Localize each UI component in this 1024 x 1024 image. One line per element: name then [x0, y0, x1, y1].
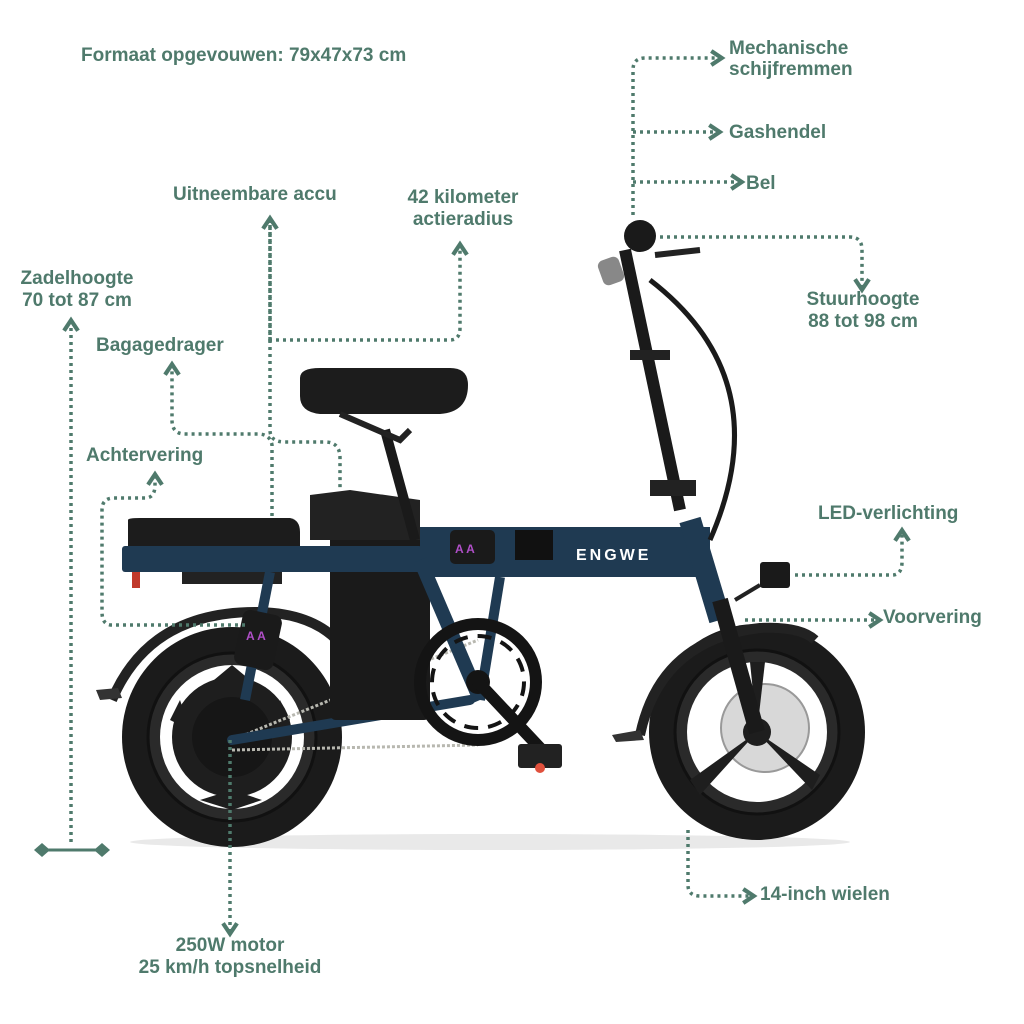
- handlebar-height-label-line2: 88 tot 98 cm: [808, 311, 918, 332]
- battery: [330, 530, 430, 720]
- motor-label-line1: 250W motor: [175, 935, 285, 956]
- motor-label: 250W motor 25 km/h topsnelheid: [110, 935, 350, 979]
- led-lighting-label: LED-verlichting: [818, 503, 959, 524]
- range-label: 42 kilometer actieradius: [390, 187, 536, 231]
- rack-label: Bagagedrager: [96, 335, 224, 356]
- saddle-height-label: Zadelhoogte 70 tot 87 cm: [4, 268, 150, 312]
- pedal: [518, 744, 562, 768]
- handlebar-stem: [619, 248, 686, 512]
- saddle-height-label-line1: Zadelhoogte: [20, 268, 134, 289]
- front-suspension-label: Voorvering: [883, 607, 982, 628]
- brand-logo: ENGWE: [576, 547, 651, 564]
- removable-battery-label: Uitneembare accu: [173, 184, 337, 205]
- rear-shock: [234, 609, 282, 671]
- rear-suspension-label: Achtervering: [86, 445, 204, 466]
- range-label-line2: actieradius: [412, 209, 514, 230]
- handlebar-height-label: Stuurhoogte 88 tot 98 cm: [788, 289, 938, 333]
- svg-text:A A: A A: [246, 629, 266, 643]
- chainring: [414, 618, 542, 746]
- svg-text:A A: A A: [455, 542, 475, 556]
- handlebar-grip: [624, 220, 656, 252]
- folded-size-label: Formaat opgevouwen: 79x47x73 cm: [81, 45, 407, 66]
- bell-label: Bel: [746, 173, 776, 194]
- throttle-label: Gashendel: [729, 122, 827, 143]
- brakes-label-line2: schijfremmen: [729, 59, 853, 80]
- handlebar-height-label-line1: Stuurhoogte: [806, 289, 920, 310]
- saddle-height-baseline: [34, 843, 110, 857]
- saddle: [300, 368, 468, 414]
- saddle-height-label-line2: 70 tot 87 cm: [22, 290, 132, 311]
- rear-rack: [122, 546, 422, 572]
- front-fork: [712, 597, 765, 735]
- brakes-label-line1: Mechanische: [729, 38, 849, 59]
- wheels-label: 14-inch wielen: [760, 884, 890, 905]
- brakes-label: Mechanische schijfremmen: [729, 38, 853, 80]
- led-headlight: [760, 562, 790, 588]
- motor-label-line2: 25 km/h topsnelheid: [138, 957, 322, 978]
- range-label-line1: 42 kilometer: [407, 187, 519, 208]
- rear-seat: [128, 518, 300, 546]
